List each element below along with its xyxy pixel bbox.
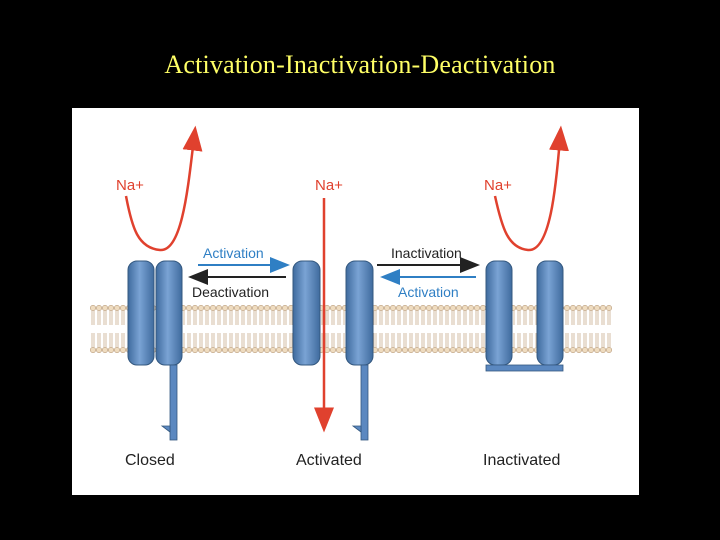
na-ion-path-inactivated [493, 125, 569, 252]
inactivated-channel [485, 260, 564, 372]
na-ion-path-closed [124, 125, 203, 252]
deactivation-label: Deactivation [192, 284, 269, 300]
slide-title: Activation-Inactivation-Deactivation [164, 50, 556, 79]
na-label-activated: Na+ [315, 177, 343, 194]
state-label-inactivated: Inactivated [483, 452, 560, 469]
closed-channel [127, 260, 183, 441]
activated-channel [292, 260, 374, 441]
inactivation-label: Inactivation [391, 245, 462, 261]
activation-label-left: Activation [203, 245, 264, 261]
na-label-closed: Na+ [116, 177, 144, 194]
state-label-closed: Closed [125, 452, 175, 469]
activation-label-right: Activation [398, 284, 459, 300]
na-label-inactivated: Na+ [484, 177, 512, 194]
state-label-activated: Activated [296, 452, 362, 469]
channel-state-diagram: Na+ Na+ Na+ Activation Deactivation Inac… [72, 108, 639, 495]
diagram-canvas: Na+ Na+ Na+ Activation Deactivation Inac… [90, 125, 612, 469]
